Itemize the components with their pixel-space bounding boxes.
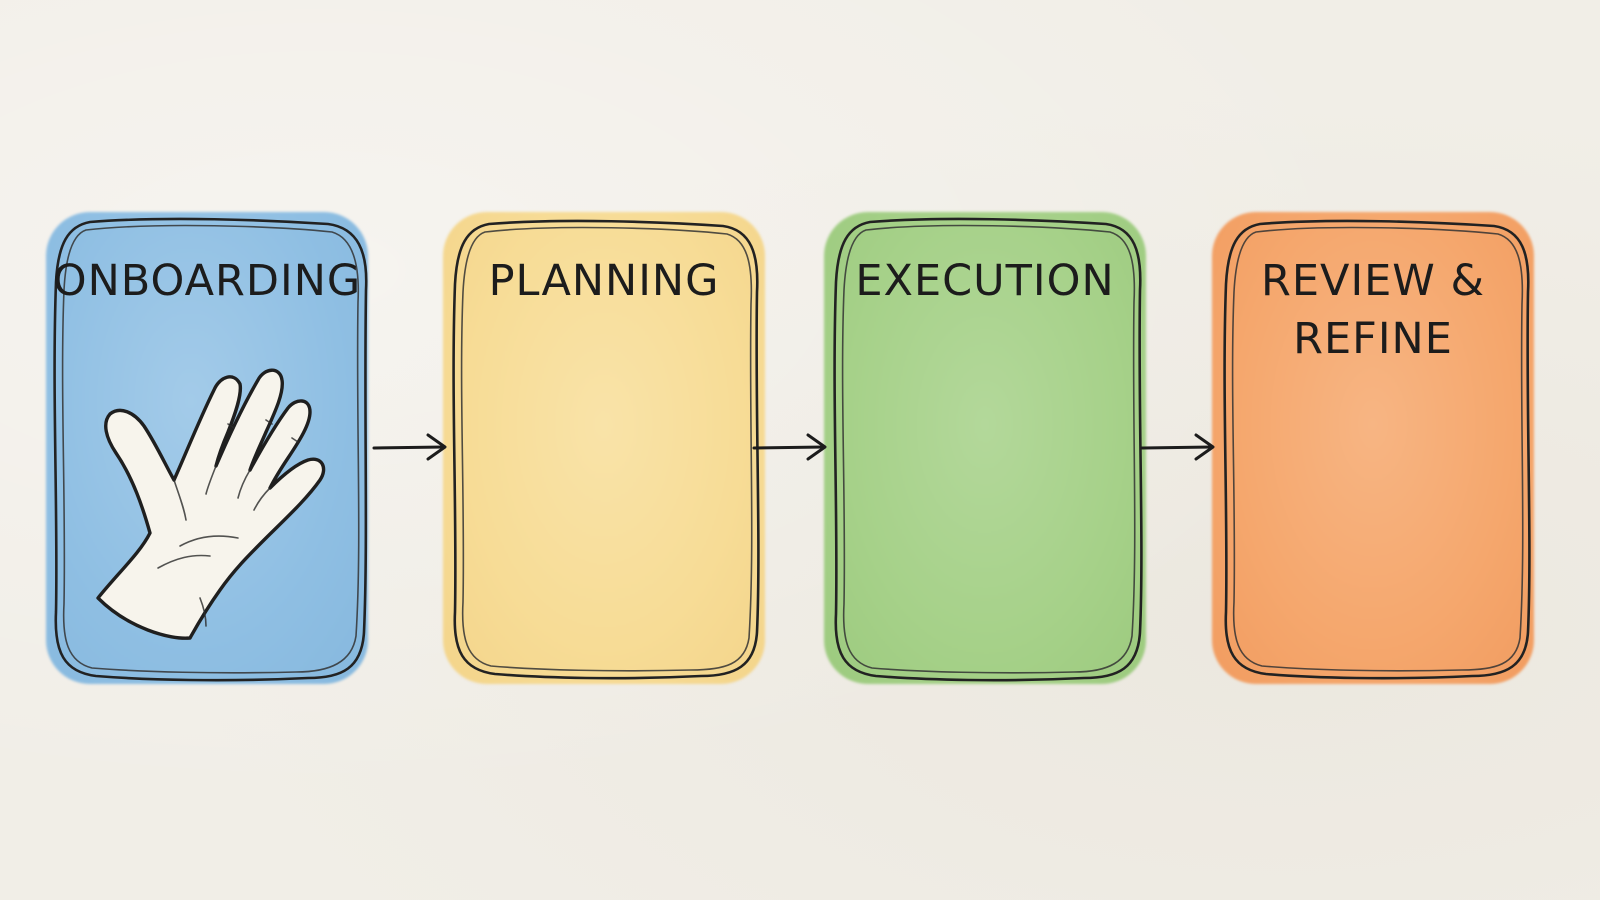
stage-outline-review-refine bbox=[1223, 219, 1531, 680]
stage-title-review-refine: REVIEW & REFINE bbox=[1260, 256, 1486, 364]
stage-card-planning: PLANNING bbox=[443, 212, 765, 684]
stage-wash-execution bbox=[824, 212, 1146, 684]
arrow-right-icon bbox=[1140, 433, 1215, 461]
arrow-right-icon bbox=[372, 433, 447, 461]
waving-hand-icon bbox=[96, 368, 326, 640]
stage-wash-review-refine bbox=[1212, 212, 1534, 684]
stage-outline-execution bbox=[833, 217, 1143, 682]
stage-title-execution: EXECUTION bbox=[855, 256, 1115, 306]
stage-card-review-refine: REVIEW & REFINE bbox=[1212, 212, 1534, 684]
arrow-right-icon bbox=[752, 433, 827, 461]
stage-outline-onboarding bbox=[53, 217, 368, 682]
stage-outline-planning bbox=[452, 219, 760, 680]
stage-title-onboarding: ONBOARDING bbox=[52, 256, 362, 306]
stage-card-execution: EXECUTION bbox=[824, 212, 1146, 684]
stage-wash-planning bbox=[443, 212, 765, 684]
stage-title-planning: PLANNING bbox=[488, 256, 720, 306]
